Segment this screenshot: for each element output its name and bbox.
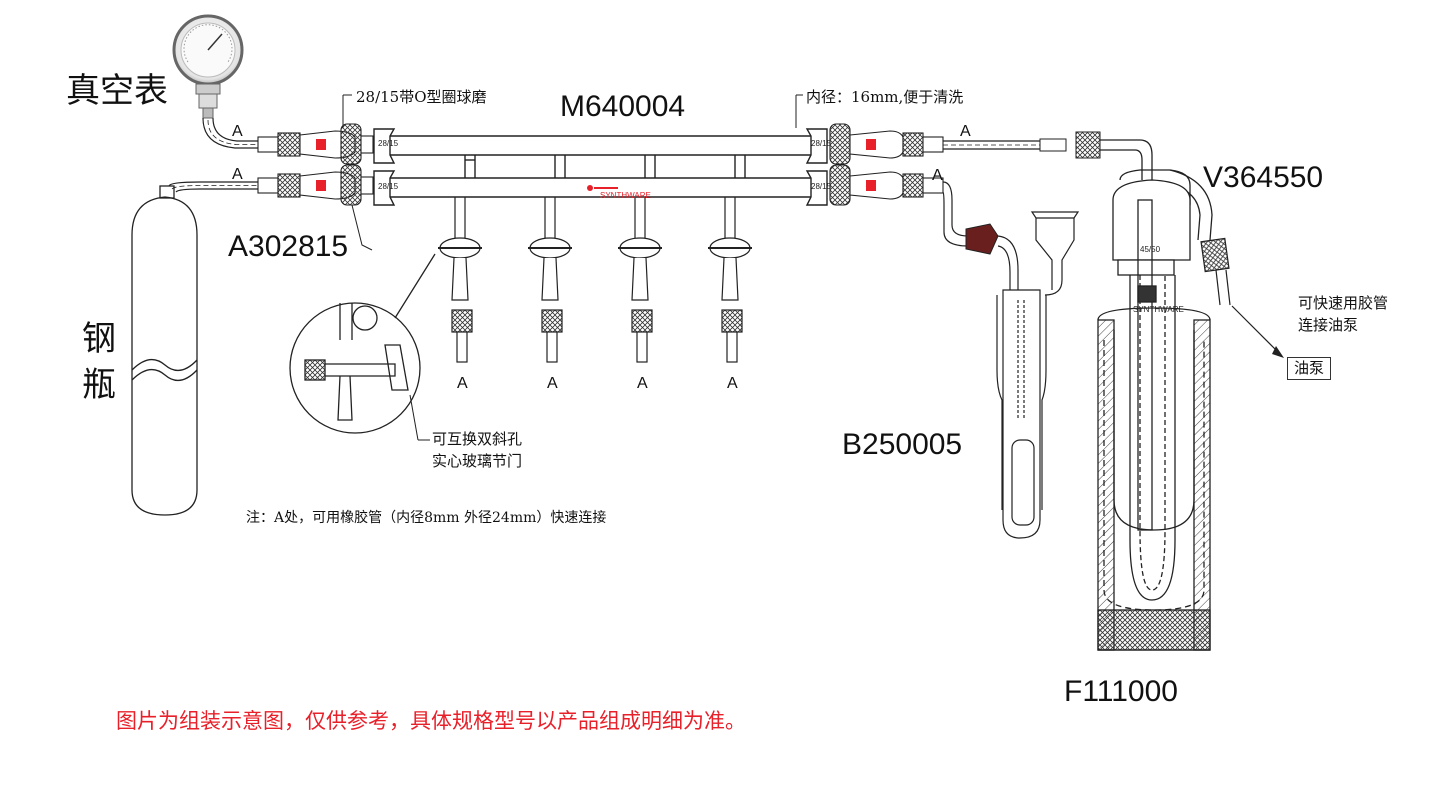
brand-mark bbox=[587, 185, 618, 191]
trap-label: V364550 bbox=[1203, 161, 1324, 194]
dewar-flask bbox=[1097, 307, 1211, 651]
hose-mark: A bbox=[727, 375, 738, 392]
vacuum-gauge bbox=[172, 14, 244, 119]
trap-brand-label: SYNTHWARE bbox=[1133, 305, 1184, 314]
hose-mark: A bbox=[457, 375, 468, 392]
manifold-brand-label: SYNTHWARE bbox=[600, 191, 651, 200]
cold-trap bbox=[1112, 169, 1213, 601]
joint-size-label: 28/15 bbox=[378, 139, 399, 148]
hose-mark: A bbox=[232, 123, 243, 140]
pump-note-2: 连接油泵 bbox=[1298, 316, 1359, 334]
cylinder-label-1: 钢 bbox=[82, 319, 116, 359]
hose-mark: A bbox=[637, 375, 648, 392]
joint-size-label: 28/15 bbox=[811, 139, 832, 148]
right-connectors bbox=[829, 123, 944, 206]
hose-mark: A bbox=[960, 123, 971, 140]
gas-cylinder bbox=[131, 185, 198, 516]
cylinder-label-2: 瓶 bbox=[82, 365, 116, 405]
bubbler bbox=[996, 211, 1080, 539]
left-connectors bbox=[257, 123, 374, 206]
dewar-label: F111000 bbox=[1064, 675, 1178, 708]
hose-mark: A bbox=[232, 166, 243, 183]
stopcock-note-1: 可互换双斜孔 bbox=[432, 430, 523, 448]
trap-joint-label: 45/50 bbox=[1140, 245, 1161, 254]
oil-pump-box: 油泵 bbox=[1287, 357, 1332, 380]
stopcocks bbox=[438, 197, 752, 363]
oring-note: 28/15带O型圈球磨 bbox=[356, 88, 487, 106]
disclaimer: 图片为组装示意图，仅供参考，具体规格型号以产品组成明细为准。 bbox=[116, 709, 746, 733]
manifold-body bbox=[373, 128, 828, 206]
hose-mark: A bbox=[932, 167, 943, 184]
hose-mark: A bbox=[547, 375, 558, 392]
stopcock-detail bbox=[289, 253, 436, 441]
manifold-label: M640004 bbox=[560, 90, 686, 123]
joint-size-label: 28/15 bbox=[378, 182, 399, 191]
inner-diameter-note: 内径：16mm,便于清洗 bbox=[806, 88, 964, 106]
vacuum-gauge-label: 真空表 bbox=[66, 71, 168, 111]
bubbler-label: B250005 bbox=[842, 428, 963, 461]
stopcock-note-2: 实心玻璃节门 bbox=[432, 452, 523, 470]
rubber-hose-note: 注：A处，可用橡胶管（内径8mm 外径24mm）快速连接 bbox=[246, 510, 607, 526]
pump-note-1: 可快速用胶管 bbox=[1298, 294, 1389, 312]
ball-joint-label: A302815 bbox=[228, 230, 349, 263]
joint-size-label: 28/15 bbox=[811, 182, 832, 191]
